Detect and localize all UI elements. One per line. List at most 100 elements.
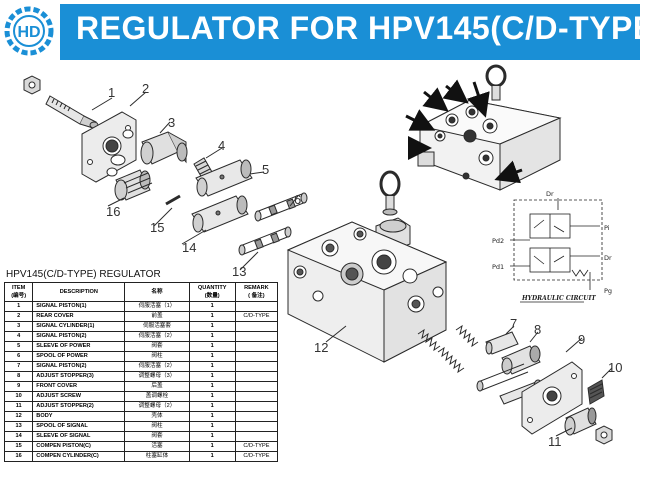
spring-lower [455,324,479,348]
hydraulic-circuit-caption: HYDRAULIC CIRCUIT [521,295,596,302]
cell-qty: 1 [188,361,236,372]
svg-text:11: 11 [548,434,562,449]
cell-description: COMPEN PISTON(C) [32,441,126,452]
parts-table-title: HPV145(C/D-TYPE) REGULATOR [6,269,161,280]
cell-description: ADJUST STOPPER(2) [32,401,126,412]
eye-bolt-part [379,170,401,216]
svg-text:2: 2 [142,81,149,96]
hd-logo: HD [4,6,54,56]
cell-description: ADJUST STOPPER(3) [32,371,126,382]
cell-remark [234,371,279,382]
cell-qty: 1 [188,351,236,362]
header-item: ITEM(编号) [3,282,34,302]
cell-remark [234,411,279,422]
part-14-sleeve-of-signal [191,195,249,233]
cell-qty: 1 [188,311,236,322]
header: HD REGULATOR FOR HPV145(C/D-TYPE) [0,0,665,62]
cell-qty: 1 [188,341,236,352]
cell-item: 3 [3,321,34,332]
svg-text:8: 8 [534,322,541,337]
part-11-adjust-stopper-2 [564,407,597,436]
cell-description: SLEEVE OF POWER [32,341,126,352]
cell-description: BODY [32,411,126,422]
cell-qty: 1 [188,331,236,342]
part-1-signal-piston [45,95,99,129]
part-7-signal-piston [485,331,519,355]
svg-text:7: 7 [510,316,517,331]
cell-name-cn: 盖调螺栓 [124,391,190,402]
cell-item: 5 [3,341,34,352]
cell-qty: 1 [188,391,236,402]
cell-name-cn: 阀套 [124,341,190,352]
part-9-front-cover [521,361,583,435]
cell-qty: 1 [188,371,236,382]
cell-name-cn: 阀套 [124,431,190,442]
cell-qty: 1 [188,411,236,422]
header-description: DESCRIPTION [32,282,126,302]
cell-qty: 1 [188,431,236,442]
cell-remark: C/D-TYPE [234,441,279,452]
parts-table-header-row: ITEM(编号) DESCRIPTION 名称 QUANTITY(数量) REM… [3,282,279,302]
part-10-adjust-screw [587,379,605,405]
svg-text:Pd2: Pd2 [492,237,504,245]
svg-text:15: 15 [150,220,164,235]
part-15-compen-piston [165,194,181,206]
spring-upper [417,328,441,352]
cell-description: ADJUST SCREW [32,391,126,402]
cell-remark [234,431,279,442]
cell-qty: 1 [188,321,236,332]
cell-remark [234,391,279,402]
cell-item: 15 [3,441,34,452]
cell-name-cn: 前盖 [124,311,190,322]
svg-text:Pg: Pg [604,287,612,295]
cell-remark: C/D-TYPE [234,451,279,462]
cell-item: 12 [3,411,34,422]
cell-remark [234,421,279,432]
hex-nut-top-left [23,75,41,95]
svg-text:4: 4 [218,138,225,153]
cell-item: 6 [3,351,34,362]
svg-text:3: 3 [168,115,175,130]
part-3-signal-cylinder [140,131,188,165]
part-2-rear-cover [81,111,137,183]
cell-description: SIGNAL PISTON(2) [32,361,126,372]
cell-description: SPOOL OF SIGNAL [32,421,126,432]
cell-remark: C/D-TYPE [234,311,279,322]
assembled-regulator-view [417,64,562,191]
cell-qty: 1 [188,451,236,462]
cell-qty: 1 [188,401,236,412]
cell-remark [234,401,279,412]
cell-item: 7 [3,361,34,372]
cell-name-cn: 阀柱 [124,421,190,432]
svg-text:9: 9 [578,332,585,347]
cell-name-cn: 柱塞缸体 [124,451,190,462]
svg-text:14: 14 [182,240,196,255]
cell-remark [234,361,279,372]
svg-text:Pi: Pi [604,224,610,232]
cell-qty: 1 [188,441,236,452]
cell-item: 1 [3,301,34,312]
cell-item: 11 [3,401,34,412]
cell-remark [234,351,279,362]
svg-text:1: 1 [108,85,115,100]
svg-text:10: 10 [608,360,622,375]
cell-name-cn: 活塞 [124,441,190,452]
cell-item: 13 [3,421,34,432]
cell-name-cn: 调整螺母（2） [124,401,190,412]
part-5-sleeve-of-power [195,159,253,197]
cell-name-cn: 壳体 [124,411,190,422]
spring-middle [437,346,465,374]
cell-remark [234,331,279,342]
